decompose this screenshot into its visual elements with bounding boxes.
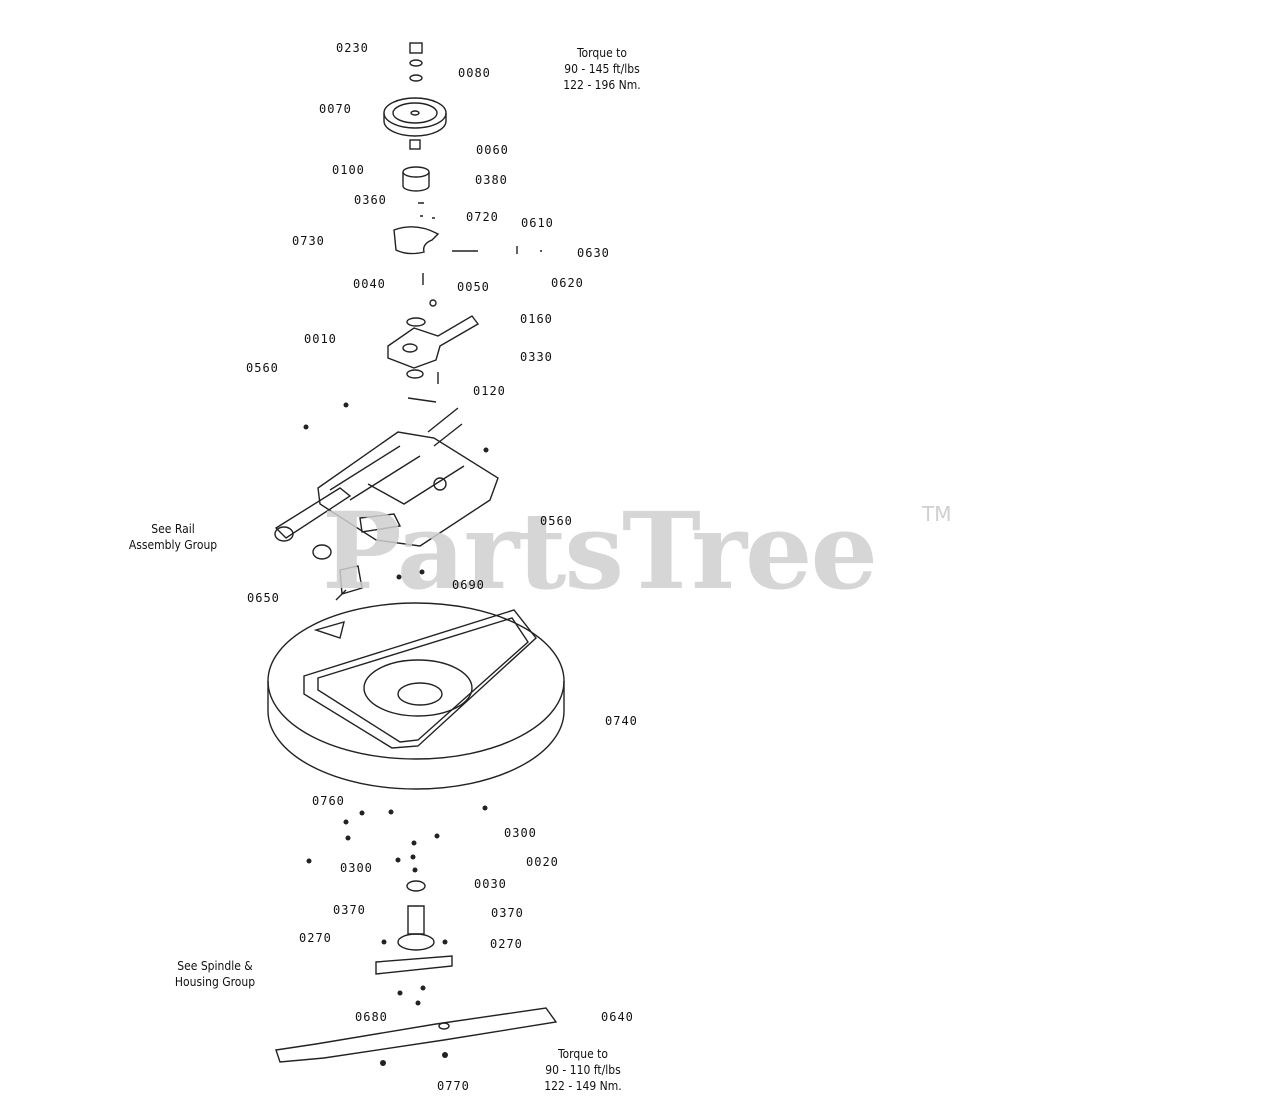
nut-part: [429, 299, 437, 307]
part-label-0560-right: 0560: [540, 514, 573, 528]
part-label-0610: 0610: [521, 216, 554, 230]
part-label-0730: 0730: [292, 234, 325, 248]
top-nut-part: [409, 42, 423, 82]
trademark-symbol: TM: [922, 502, 952, 526]
part-label-0740: 0740: [605, 714, 638, 728]
part-label-0620: 0620: [551, 276, 584, 290]
part-label-0760: 0760: [312, 794, 345, 808]
bearing-part: [402, 166, 430, 192]
part-label-0020: 0020: [526, 855, 559, 869]
blade-part: [275, 1007, 558, 1063]
part-label-0060: 0060: [476, 143, 509, 157]
part-label-0720: 0720: [466, 210, 499, 224]
part-label-0030: 0030: [474, 877, 507, 891]
part-label-0230: 0230: [336, 41, 369, 55]
pin-parts: [418, 202, 435, 219]
part-label-0330: 0330: [520, 350, 553, 364]
part-label-0380: 0380: [475, 173, 508, 187]
spindle-part: [375, 880, 453, 975]
part-label-0300-left: 0300: [340, 861, 373, 875]
pulley-part: [383, 97, 447, 137]
part-label-0050: 0050: [457, 280, 490, 294]
part-label-0370: 0370: [491, 906, 524, 920]
part-label-0560: 0560: [246, 361, 279, 375]
part-label-0270: 0270: [490, 937, 523, 951]
bracket-part: [393, 226, 440, 255]
part-label-0650: 0650: [247, 591, 280, 605]
part-label-0360: 0360: [354, 193, 387, 207]
bolt-parts: [452, 246, 542, 254]
see-rail-assembly-note[interactable]: See Rail Assembly Group: [128, 522, 218, 552]
rail-assembly-part: [274, 407, 499, 601]
part-label-0270-left: 0270: [299, 931, 332, 945]
part-label-0690: 0690: [452, 578, 485, 592]
torque-note-bottom: Torque to 90 - 110 ft/lbs 122 - 149 Nm.: [544, 1047, 622, 1093]
part-label-0080: 0080: [458, 66, 491, 80]
part-label-0370-left: 0370: [333, 903, 366, 917]
part-label-0120: 0120: [473, 384, 506, 398]
partstree-watermark: PartsTree: [322, 488, 878, 613]
torque-note-top: Torque to 90 - 145 ft/lbs 122 - 196 Nm.: [563, 46, 641, 92]
part-label-0630: 0630: [577, 246, 610, 260]
hardware-bolts: [303, 402, 489, 1066]
part-label-0160: 0160: [520, 312, 553, 326]
part-label-0040: 0040: [353, 277, 386, 291]
part-label-0770: 0770: [437, 1079, 470, 1093]
see-spindle-housing-note[interactable]: See Spindle & Housing Group: [174, 959, 256, 989]
hub-part: [409, 139, 421, 150]
mower-deck-part: [267, 602, 565, 790]
part-label-0010: 0010: [304, 332, 337, 346]
idler-plate-part: [387, 315, 480, 403]
part-label-0070: 0070: [319, 102, 352, 116]
part-label-0100: 0100: [332, 163, 365, 177]
part-label-0640: 0640: [601, 1010, 634, 1024]
part-label-0680: 0680: [355, 1010, 388, 1024]
part-label-0300: 0300: [504, 826, 537, 840]
